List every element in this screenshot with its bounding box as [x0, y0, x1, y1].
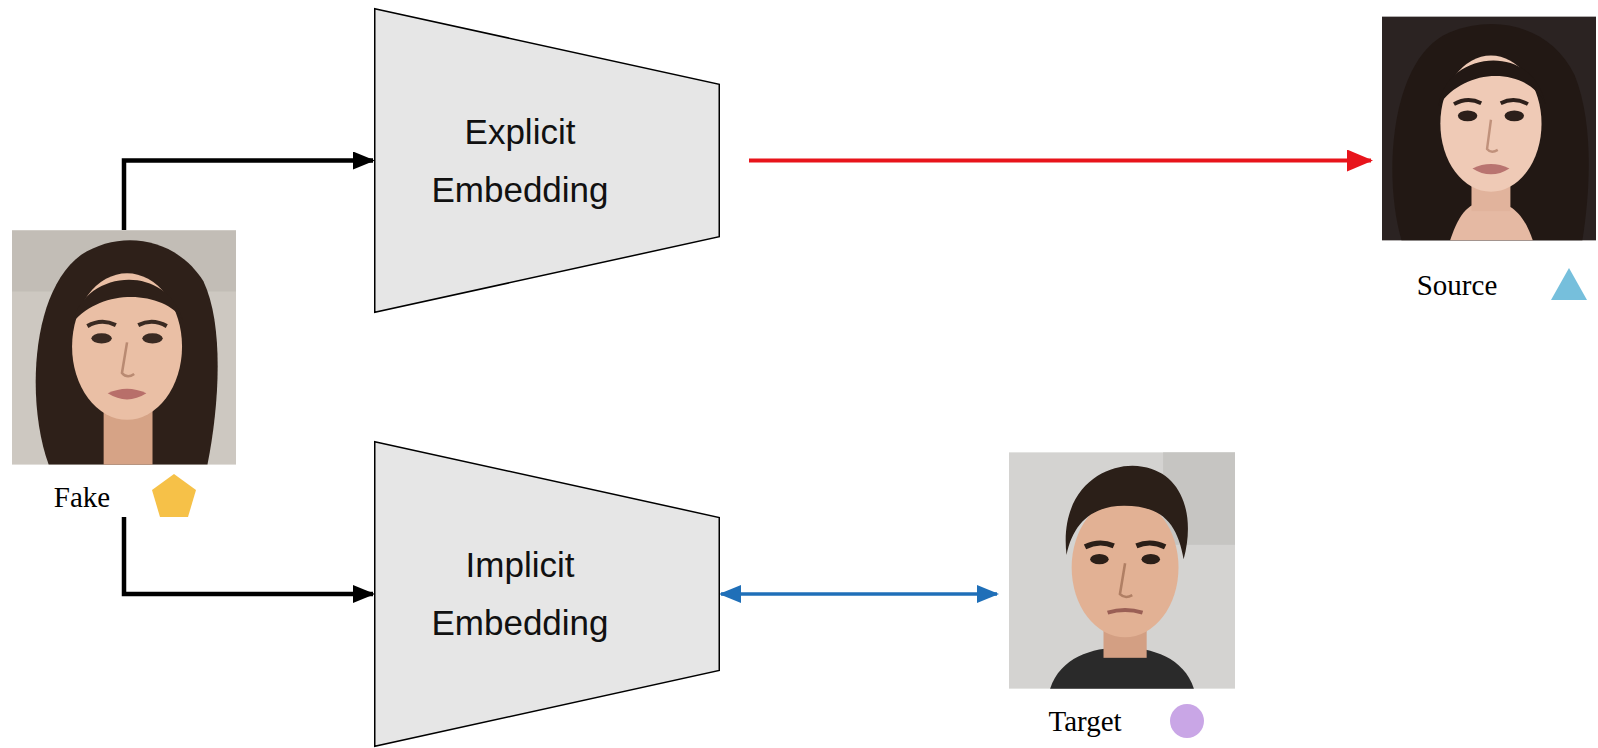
image-caption: Source: [1382, 268, 1596, 302]
trapezoid-shape: [375, 9, 720, 313]
image-caption: Fake: [12, 480, 236, 514]
photo-area: [1382, 12, 1596, 245]
fake-image: Fake: [12, 230, 236, 514]
embedding-trapezoid: Implicit Embedding: [374, 441, 720, 747]
circle-icon: [1170, 704, 1204, 738]
image-caption: Target: [1009, 704, 1235, 738]
source-face-photo: [1382, 17, 1596, 241]
trapezoid-outline: [374, 441, 720, 747]
embedding-trapezoid: Explicit Embedding: [374, 8, 720, 313]
target-image: Target: [1009, 452, 1235, 738]
arrow-connector: [124, 161, 373, 231]
pentagon-icon: [152, 474, 196, 517]
trapezoid-outline: [374, 8, 720, 313]
trapezoid-shape: [375, 442, 720, 747]
target-face-photo: [1009, 452, 1235, 688]
fake-face-photo: [12, 230, 236, 464]
block-label: Implicit Embedding: [420, 536, 620, 652]
arrow-connector: [721, 592, 997, 596]
source-image: Source: [1382, 12, 1596, 302]
triangle-icon: [1551, 268, 1587, 300]
block-label: Explicit Embedding: [420, 103, 620, 219]
arrow-connector: [124, 517, 373, 594]
arrow-connector: [749, 159, 1371, 163]
photo-area: [1009, 452, 1235, 689]
photo-area: [12, 230, 236, 465]
